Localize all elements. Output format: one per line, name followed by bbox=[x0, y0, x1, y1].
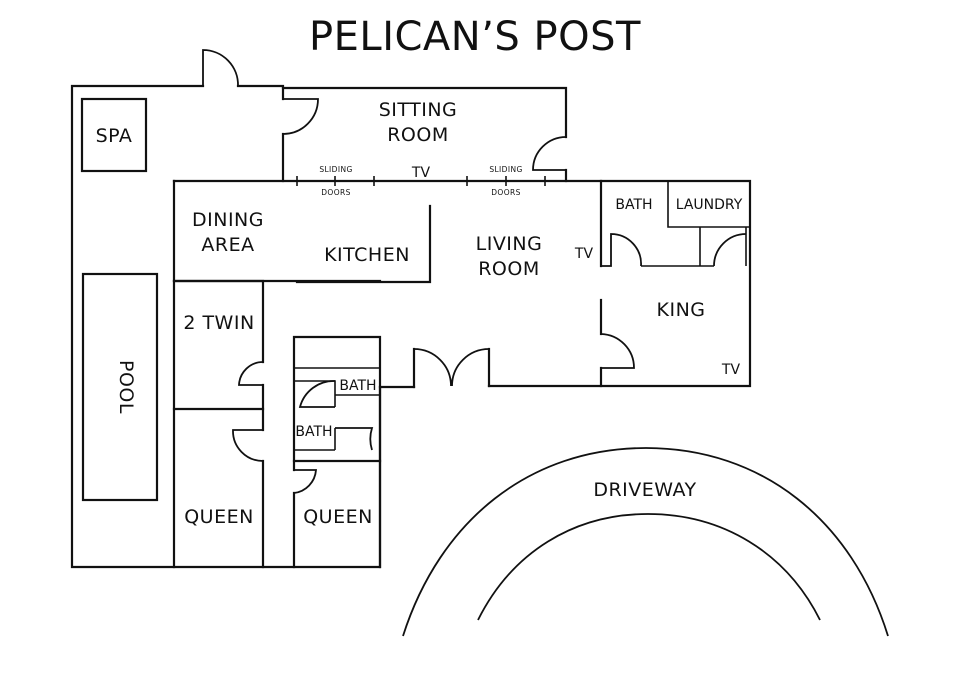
sitting-room-tv: TV bbox=[411, 165, 431, 181]
sliding-doors-right-2: DOORS bbox=[491, 188, 521, 197]
bath-divider-1 bbox=[294, 380, 336, 407]
door-sitting-west bbox=[282, 98, 319, 135]
door-bath-2 bbox=[335, 427, 374, 451]
driveway-outer-arc bbox=[402, 447, 889, 637]
door-bath-king bbox=[601, 233, 642, 267]
driveway-label: DRIVEWAY bbox=[593, 479, 696, 501]
driveway-arcs bbox=[402, 447, 889, 637]
door-swings bbox=[202, 49, 747, 494]
bath-low-label: BATH bbox=[295, 424, 332, 440]
bath-block-wall bbox=[292, 335, 382, 472]
door-sitting-east bbox=[532, 136, 567, 171]
main-block-wall bbox=[172, 179, 752, 388]
door-laundry bbox=[713, 233, 747, 267]
sliding-doors-right-1: SLIDING bbox=[489, 165, 522, 174]
dining-label-2: AREA bbox=[201, 234, 254, 256]
queen-left-label: QUEEN bbox=[184, 506, 254, 528]
queen-right-label: QUEEN bbox=[303, 506, 373, 528]
interior-walls bbox=[172, 179, 750, 569]
living-room-label-2: ROOM bbox=[478, 258, 540, 280]
west-wing-wall bbox=[70, 84, 416, 569]
kitchen-counter bbox=[295, 204, 432, 284]
sliding-doors-left-2: DOORS bbox=[321, 188, 351, 197]
sliding-doors-left-1: SLIDING bbox=[319, 165, 352, 174]
door-north bbox=[202, 49, 239, 87]
spa-label: SPA bbox=[96, 125, 133, 147]
laundry-wall bbox=[667, 181, 750, 228]
outer-walls bbox=[70, 84, 752, 569]
door-twin bbox=[238, 361, 264, 386]
door-entry-left bbox=[413, 348, 452, 387]
door-entry-right bbox=[451, 348, 490, 387]
twin-label: 2 TWIN bbox=[183, 312, 254, 334]
door-bath-1 bbox=[298, 380, 336, 408]
dining-label-1: DINING bbox=[192, 209, 264, 231]
north-wall-segment bbox=[236, 84, 285, 101]
laundry-label: LAUNDRY bbox=[676, 197, 743, 213]
sitting-room-north-wall bbox=[281, 86, 568, 139]
sitting-room-label-2: ROOM bbox=[387, 124, 449, 146]
bath-mid-label: BATH bbox=[339, 378, 376, 394]
sliding-door-ticks bbox=[296, 176, 546, 186]
pool-box bbox=[81, 272, 159, 502]
pool-label: POOL bbox=[115, 360, 137, 414]
door-queen-right bbox=[293, 469, 317, 494]
spa-box bbox=[80, 97, 148, 173]
king-tv: TV bbox=[721, 362, 741, 378]
door-king bbox=[600, 333, 635, 369]
plan-title: PELICAN’S POST bbox=[309, 14, 641, 60]
driveway-inner-arc bbox=[477, 513, 821, 621]
living-room-tv: TV bbox=[574, 246, 594, 262]
bath-top-label: BATH bbox=[615, 197, 652, 213]
sitting-room-label-1: SITTING bbox=[379, 99, 458, 121]
kitchen-label: KITCHEN bbox=[324, 244, 410, 266]
living-room-label-1: LIVING bbox=[476, 233, 543, 255]
king-label: KING bbox=[657, 299, 706, 321]
door-queen-left bbox=[232, 429, 264, 462]
